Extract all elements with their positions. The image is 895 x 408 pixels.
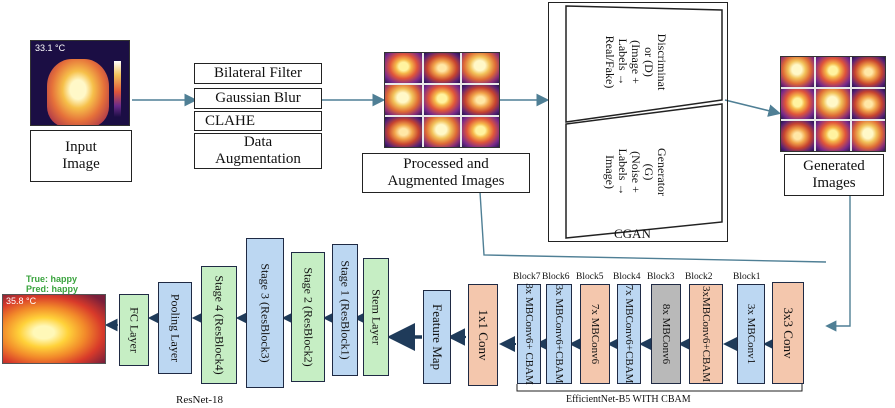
resnet-layer-text: FC Layer bbox=[127, 307, 142, 353]
resnet-layer-text: Stage 4 (ResBlock4) bbox=[212, 275, 227, 375]
preprocess-item-text: Data Augmentation bbox=[215, 134, 301, 167]
effnet-block-label: Block4 bbox=[613, 272, 641, 282]
resnet-layer: Stage 2 (ResBlock2) bbox=[291, 252, 325, 382]
thumb-image bbox=[423, 85, 461, 115]
effnet-block-text: 8x MBConv6 bbox=[660, 303, 672, 365]
effnet-block-label: Block6 bbox=[542, 272, 570, 282]
effnet-block-text: 7x MBConv6+CBAM bbox=[623, 284, 635, 384]
effnet-block: 7x MBConv6+CBAM bbox=[617, 284, 641, 384]
effnet-block-text: 7x MBConv6 bbox=[589, 303, 601, 365]
generated-label: Generated Images bbox=[784, 154, 884, 196]
effnet-block-label: Block3 bbox=[647, 272, 675, 282]
resnet-layer-text: Stage 2 (ResBlock2) bbox=[301, 267, 316, 367]
resnet-layer: Stage 4 (ResBlock4) bbox=[201, 266, 237, 384]
effnet-conv1x1-text: 1x1 Conv bbox=[476, 309, 491, 361]
input-image-text: Input Image bbox=[62, 139, 100, 172]
preprocess-item-text: CLAHE bbox=[205, 112, 255, 129]
resnet-layer-text: Stage 3 (ResBlock3) bbox=[258, 263, 273, 363]
cgan-container bbox=[548, 2, 728, 242]
effnet-conv1x1: 1x1 Conv bbox=[468, 284, 498, 386]
preprocess-clahe: CLAHE bbox=[194, 111, 322, 131]
thumb-image bbox=[385, 117, 422, 147]
effnet-block: 3x MBConv6+CBAM bbox=[546, 284, 572, 384]
preprocess-item-text: Bilateral Filter bbox=[214, 65, 302, 81]
pred-label: Pred: happy bbox=[26, 284, 79, 294]
preprocess-item-text: Gaussian Blur bbox=[215, 90, 301, 106]
cgan-title: CGAN bbox=[614, 226, 651, 241]
resnet-layer: Stage 3 (ResBlock3) bbox=[246, 238, 284, 388]
resnet-layer: Stage 1 (ResBlock1) bbox=[332, 244, 358, 376]
thumb-image bbox=[781, 121, 815, 151]
preprocess-augmentation: Data Augmentation bbox=[194, 133, 322, 169]
discriminator-text: Discriminat or (D) (Image + Labels → Rea… bbox=[603, 34, 681, 91]
effnet-conv3x3: 3x3 Conv bbox=[772, 282, 804, 384]
input-thermal-image: 33.1 °C bbox=[30, 40, 130, 126]
true-label: True: happy bbox=[26, 274, 78, 284]
effnet-block-label: Block5 bbox=[576, 272, 604, 282]
thumb-image bbox=[851, 89, 885, 119]
resnet-layer-text: Pooling Layer bbox=[168, 293, 183, 363]
face-shape bbox=[47, 59, 109, 125]
preprocess-bilateral: Bilateral Filter bbox=[194, 63, 322, 84]
thumb-image bbox=[816, 89, 850, 119]
discriminator-label: Discriminat or (D) (Image + Labels → Rea… bbox=[603, 33, 669, 91]
thumb-image bbox=[423, 117, 461, 147]
effnet-block-text: 3x MBConv6+ CBAM bbox=[523, 283, 535, 385]
effnet-block-text: 3x MBConv1 bbox=[745, 303, 757, 365]
thumb-image bbox=[462, 53, 499, 83]
effnet-block: 8x MBConv6 bbox=[651, 284, 681, 384]
feature-map: Feature Map bbox=[423, 290, 451, 384]
thumb-image bbox=[385, 85, 422, 115]
effnet-block-label: Block7 bbox=[513, 272, 541, 282]
generator-text: Generator (G) (Noise + Labels → Image) bbox=[603, 148, 681, 196]
generated-images-grid bbox=[780, 56, 886, 152]
generator-label: Generator (G) (Noise + Labels → Image) bbox=[603, 148, 669, 196]
resnet-layer: Pooling Layer bbox=[158, 282, 192, 374]
effnet-block-text: 3xMBConv6+CBAM bbox=[700, 285, 712, 383]
effnet-block-label: Block2 bbox=[685, 272, 713, 282]
effnet-caption: EfficientNet-B5 WITH CBAM bbox=[566, 394, 691, 405]
thumb-image bbox=[851, 57, 885, 87]
effnet-block-label: Block1 bbox=[733, 272, 761, 282]
thumb-image bbox=[816, 57, 850, 87]
preprocess-stack: Bilateral Filter Gaussian Blur CLAHE Dat… bbox=[194, 63, 322, 169]
resnet-layer-text: Stage 1 (ResBlock1) bbox=[338, 260, 353, 360]
input-temp-readout: 33.1 °C bbox=[35, 43, 66, 53]
thumb-image bbox=[462, 117, 499, 147]
thumb-image bbox=[816, 121, 850, 151]
processed-label: Processed and Augmented Images bbox=[362, 153, 530, 193]
processed-label-text: Processed and Augmented Images bbox=[387, 156, 505, 189]
effnet-block: 7x MBConv6 bbox=[580, 284, 610, 384]
thumb-image bbox=[781, 89, 815, 119]
resnet-layer: Stem Layer bbox=[363, 258, 389, 376]
feature-map-text: Feature Map bbox=[430, 303, 445, 371]
processed-images-grid bbox=[384, 52, 500, 148]
output-thermal-image: 35.8 °C bbox=[2, 294, 106, 364]
generated-label-text: Generated Images bbox=[803, 158, 865, 191]
effnet-block: 3xMBConv6+CBAM bbox=[689, 284, 723, 384]
resnet-caption: ResNet-18 bbox=[176, 394, 224, 406]
thumb-image bbox=[385, 53, 422, 83]
effnet-block-text: 3x MBConv6+CBAM bbox=[553, 284, 565, 384]
resnet-layer-text: Stem Layer bbox=[369, 289, 384, 345]
resnet-layer: FC Layer bbox=[119, 294, 149, 366]
thumb-image bbox=[851, 121, 885, 151]
preprocess-gaussian: Gaussian Blur bbox=[194, 88, 322, 109]
output-temp-readout: 35.8 °C bbox=[6, 296, 37, 306]
thermal-scale-bar bbox=[114, 61, 121, 117]
effnet-conv3x3-text: 3x3 Conv bbox=[781, 307, 796, 359]
thumb-image bbox=[781, 57, 815, 87]
thumb-image bbox=[423, 53, 461, 83]
input-image-label: Input Image bbox=[30, 130, 132, 182]
thumb-image bbox=[462, 85, 499, 115]
effnet-block: 3x MBConv1 bbox=[737, 284, 765, 384]
effnet-block: 3x MBConv6+ CBAM bbox=[517, 283, 541, 385]
